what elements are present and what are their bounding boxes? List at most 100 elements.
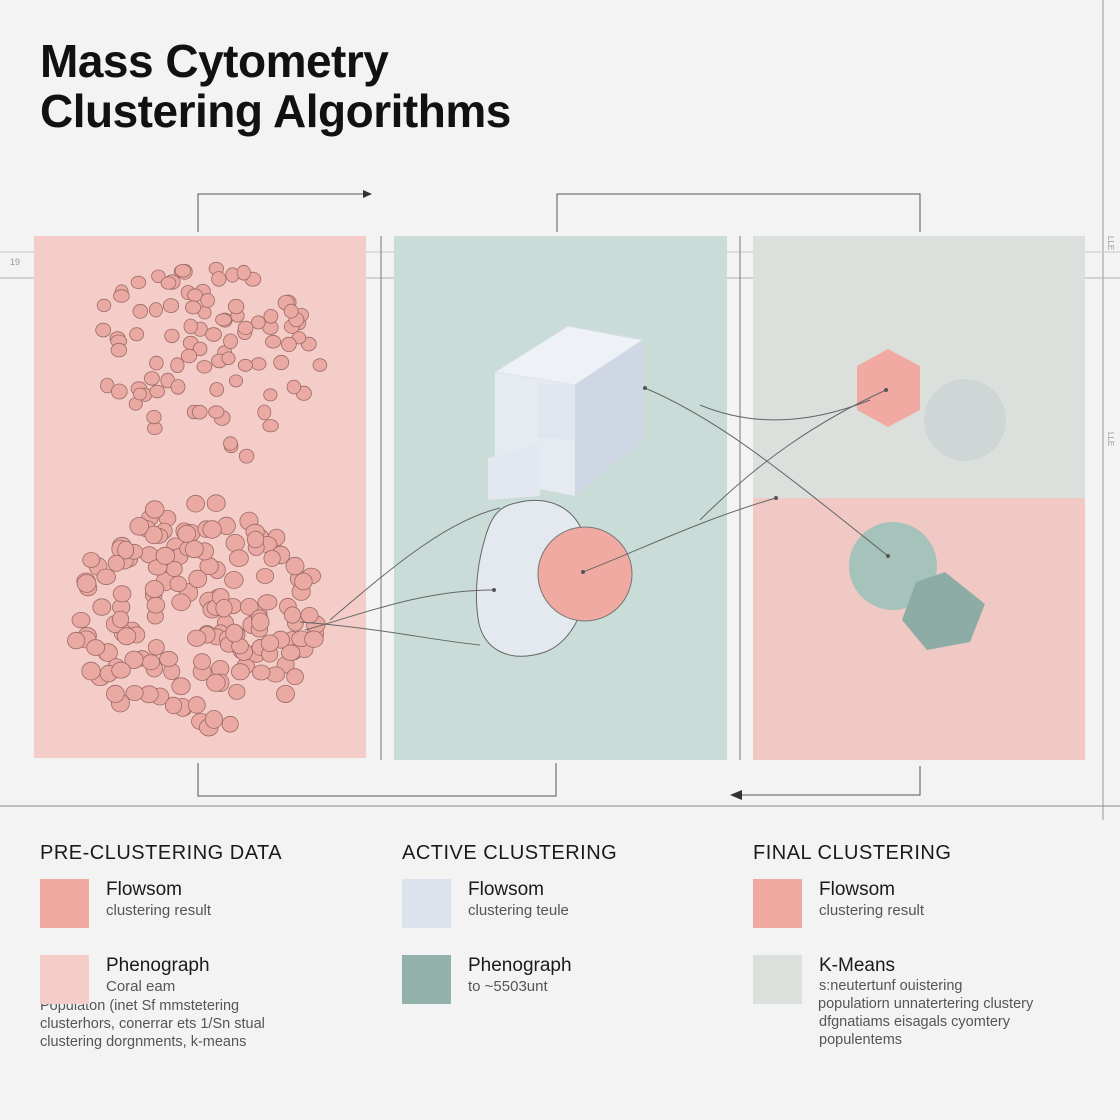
scatter-dot <box>183 318 198 335</box>
legend-item-name: Flowsom <box>106 879 183 900</box>
scatter-dot <box>171 677 191 696</box>
title-line-1: Mass Cytometry <box>40 35 389 87</box>
scatter-dot <box>237 320 254 335</box>
scatter-dot <box>262 419 279 433</box>
connector-arrow-bottom <box>736 766 921 796</box>
scatter-dot <box>240 597 259 616</box>
side-mark-right-top: LLE <box>1106 236 1115 250</box>
scatter-dot <box>206 494 226 513</box>
scatter-dot <box>188 569 208 589</box>
scatter-dot <box>71 611 91 629</box>
scatter-dot <box>215 313 232 327</box>
scatter-dot <box>171 593 191 612</box>
scatter-dot <box>257 404 272 421</box>
scatter-dot <box>211 271 227 287</box>
scatter-dot <box>164 696 182 715</box>
scatter-dot <box>149 355 164 371</box>
legend-note: clusterhors, conerrar ets 1/Sn stual <box>40 1016 265 1032</box>
scatter-dot <box>223 333 238 350</box>
scatter-dot <box>147 639 165 656</box>
legend-note: Populaton (inet Sf mmstetering <box>40 998 240 1014</box>
scatter-dot <box>286 379 302 395</box>
scatter-dot <box>67 631 86 650</box>
scatter-dot <box>111 383 128 400</box>
scatter-dot <box>236 264 251 281</box>
scatter-dot <box>227 298 245 315</box>
scatter-dot <box>237 358 253 372</box>
scatter-dot <box>260 634 279 652</box>
hexagon-sage <box>902 572 985 650</box>
legend-swatch <box>40 955 89 1004</box>
scatter-dot <box>196 360 213 374</box>
scatter-dot <box>250 357 267 371</box>
legend-item-desc: clustering teule <box>468 902 569 919</box>
scatter-dot <box>144 500 165 519</box>
scatter-dot <box>111 610 130 628</box>
scatter-dot <box>130 275 147 289</box>
legend-column-active-clustering: ACTIVE CLUSTERING Flowsom clustering teu… <box>402 842 742 1031</box>
legend-item-name: Flowsom <box>468 879 545 900</box>
scatter-dot <box>174 264 192 278</box>
scatter-dot <box>169 575 188 593</box>
scatter-dot <box>159 650 179 667</box>
legend-item-name: Flowsom <box>819 879 896 900</box>
legend-note: populentems <box>819 1032 903 1048</box>
scatter-dot <box>160 276 177 290</box>
scatter-dot <box>184 540 204 559</box>
scatter-dot <box>312 358 328 372</box>
scatter-dot <box>206 673 226 692</box>
scatter-dot <box>224 571 244 589</box>
scatter-dot <box>96 568 116 586</box>
scatter-dot <box>223 436 238 451</box>
scatter-dot <box>281 644 301 661</box>
scatter-dot <box>286 668 304 686</box>
legend-swatch <box>40 879 89 928</box>
scatter-dot <box>144 525 163 545</box>
scatter-dot <box>76 574 97 593</box>
legend-item-desc: to ~5503unt <box>468 978 548 995</box>
scatter-dot <box>225 533 245 553</box>
scatter-dot <box>170 379 186 395</box>
scatter-dot <box>129 517 150 536</box>
scatter-dot <box>132 303 149 319</box>
scatter-dot <box>215 599 233 618</box>
scatter-dot <box>205 327 222 342</box>
arrow-head-top-icon <box>363 190 372 198</box>
scatter-dot <box>263 388 278 402</box>
scatter-dot <box>204 710 223 729</box>
scatter-dot <box>228 374 243 388</box>
scatter-dot <box>129 327 145 342</box>
legend-item: Phenograph to ~5503unt <box>402 955 742 1005</box>
legend-swatch <box>753 955 802 1004</box>
connection-endpoints <box>492 386 890 592</box>
scatter-dot <box>250 315 266 330</box>
scatter-dot <box>263 308 279 324</box>
scatter-dot <box>110 342 128 358</box>
column-heading: ACTIVE CLUSTERING <box>402 842 618 864</box>
scatter-dot <box>124 650 144 669</box>
connector-arrow-top <box>197 193 370 232</box>
scatter-dot <box>228 549 249 567</box>
scatter-dot <box>225 623 244 643</box>
scatter-dot <box>162 298 180 314</box>
scatter-dot <box>86 639 106 656</box>
scatter-dot <box>294 572 313 591</box>
scatter-dot <box>170 357 185 374</box>
scatter-dot <box>191 404 208 420</box>
scatter-dot <box>113 289 130 303</box>
scatter-dot <box>125 685 144 701</box>
scatter-dot <box>111 661 131 679</box>
scatter-dot <box>146 596 166 614</box>
legend-swatch <box>402 955 451 1004</box>
legend-item: Flowsom clustering teule <box>402 879 742 929</box>
scatter-dot <box>112 585 132 603</box>
scatter-dot <box>300 607 319 624</box>
legend-column-final-clustering: FINAL CLUSTERING Flowsom clustering resu… <box>753 842 1093 1048</box>
scatter-dot <box>92 598 112 616</box>
connector-bracket-top <box>556 193 921 232</box>
scatter-dot <box>106 684 125 703</box>
scatter-dot <box>238 448 255 464</box>
cluster-circle-coral <box>537 526 633 622</box>
scatter-dot <box>304 630 324 648</box>
